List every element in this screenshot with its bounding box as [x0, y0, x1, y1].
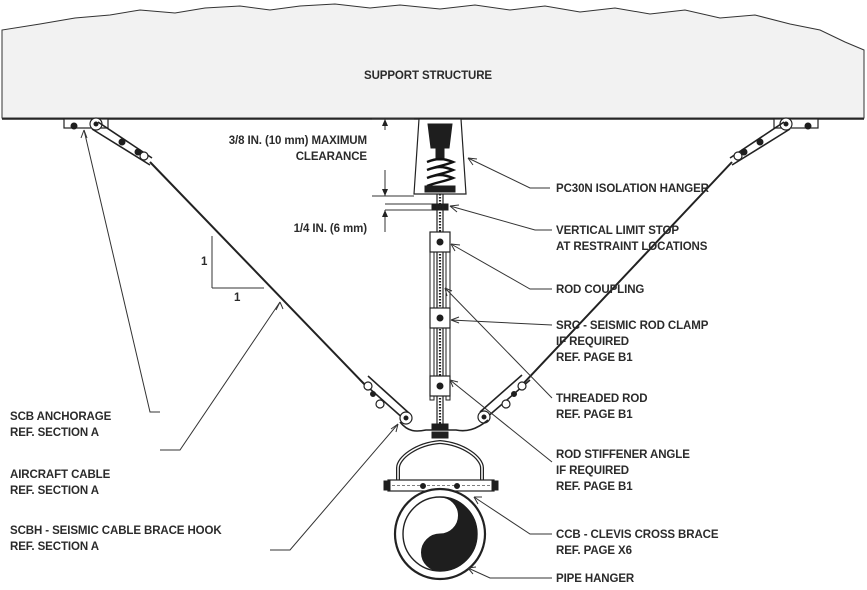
label-clearance-line2: CLEARANCE [296, 151, 368, 163]
label-slope-run: 1 [234, 292, 241, 304]
label-threaded-rod-line1: THREADED ROD [556, 393, 647, 405]
label-src-line1: SRC - SEISMIC ROD CLAMP [556, 320, 709, 332]
rod-coupling [429, 231, 451, 253]
label-limit-stop-line2: AT RESTRAINT LOCATIONS [556, 241, 708, 253]
label-limit-stop-line1: VERTICAL LIMIT STOP [556, 225, 679, 237]
clevis-cross-brace [383, 479, 499, 492]
label-threaded-rod-line2: REF. PAGE B1 [556, 409, 633, 421]
label-stiffener-line1: ROD STIFFENER ANGLE [556, 449, 690, 461]
label-src-line2: IF REQUIRED [556, 336, 629, 348]
label-src-line3: REF. PAGE B1 [556, 352, 633, 364]
slope-indicator [211, 236, 264, 289]
right-cable-clamp [477, 374, 531, 424]
label-gap-bottom: 1/4 IN. (6 mm) [294, 223, 368, 235]
label-ccb-line2: REF. PAGE X6 [556, 545, 632, 557]
label-scb-line1: SCB ANCHORAGE [10, 411, 112, 423]
label-ccb-line1: CCB - CLEVIS CROSS BRACE [556, 529, 719, 541]
left-cable-anchorage [63, 117, 153, 166]
leader-lines [80, 129, 553, 579]
seismic-rod-clamp-lower [429, 375, 451, 397]
cable-brace-hook-plate [399, 419, 489, 439]
label-isolation-hanger: PC30N ISOLATION HANGER [556, 183, 710, 195]
label-aircraft-line1: AIRCRAFT CABLE [10, 469, 111, 481]
clearance-dimension [372, 118, 432, 232]
right-cable-anchorage [729, 117, 819, 166]
label-aircraft-line2: REF. SECTION A [10, 485, 99, 497]
left-cable-clamp [359, 375, 413, 425]
label-stiffener-line3: REF. PAGE B1 [556, 481, 633, 493]
label-rod-coupling: ROD COUPLING [556, 284, 644, 296]
label-scbh-line1: SCBH - SEISMIC CABLE BRACE HOOK [10, 525, 222, 537]
label-pipe-hanger: PIPE HANGER [556, 573, 635, 585]
right-aircraft-cable [521, 161, 733, 386]
label-scbh-line2: REF. SECTION A [10, 541, 99, 553]
clevis-hanger [396, 439, 484, 480]
isolation-hanger [413, 118, 467, 195]
label-scb-line2: REF. SECTION A [10, 427, 99, 439]
support-structure-slab [1, 3, 865, 119]
label-stiffener-line2: IF REQUIRED [556, 465, 629, 477]
left-aircraft-cable [149, 161, 369, 389]
label-clearance-line1: 3/8 IN. (10 mm) MAXIMUM [229, 135, 367, 147]
label-slope-rise: 1 [201, 256, 208, 268]
pipe [393, 487, 487, 581]
label-support-structure: SUPPORT STRUCTURE [364, 70, 492, 82]
seismic-rod-clamp-upper [429, 307, 451, 329]
